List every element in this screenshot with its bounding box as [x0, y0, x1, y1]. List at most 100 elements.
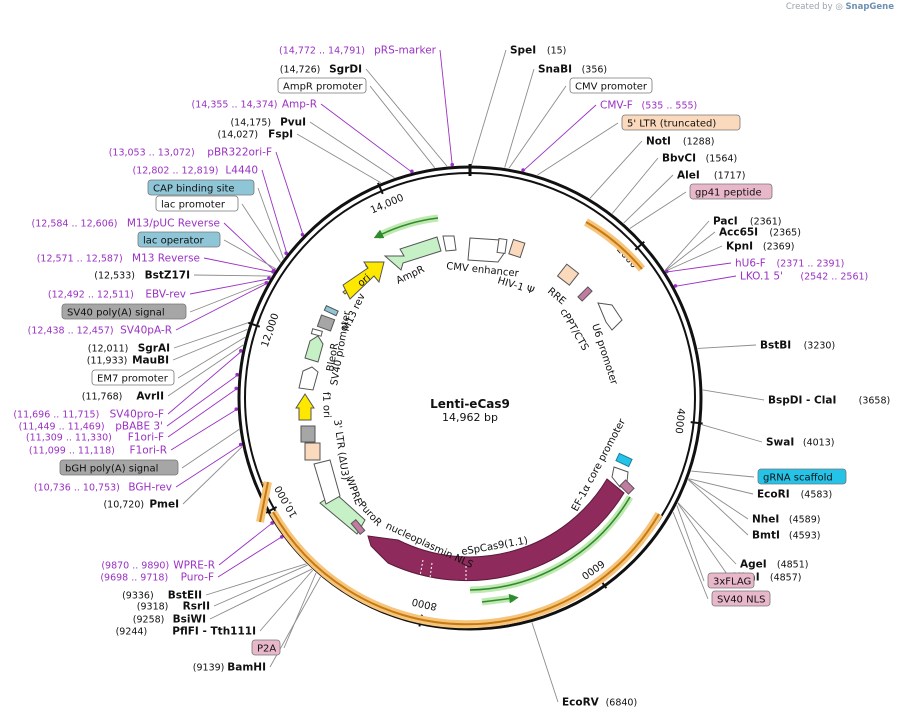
leader-bstbi — [697, 344, 757, 349]
leader-alei — [623, 174, 674, 224]
leader-paci — [664, 220, 710, 271]
leader-lko-1-5 — [674, 275, 737, 287]
f1-ori-feature — [295, 393, 315, 421]
primer-site-bgh-rev — [238, 442, 243, 447]
primer-site-lko-1-5 — [673, 284, 678, 288]
feature-label-3xflag: 3xFLAG — [713, 577, 751, 588]
primer-pos-wpre-r: (9870 .. 9890) — [101, 561, 169, 572]
leader-m13-reverse — [203, 257, 274, 273]
leader-sgrdi — [365, 68, 448, 167]
primer-label-hu6-f: hU6-F — [735, 258, 766, 270]
inner-label-f1-ori: f1 ori — [320, 392, 332, 418]
ori-feature — [342, 261, 385, 300]
ruler-tick-0 — [377, 182, 384, 195]
feature-ring — [295, 235, 635, 582]
enzyme-label-bamhi: BamHI — [227, 662, 266, 674]
enzyme-label-ecorv: EcoRV — [562, 697, 600, 709]
feature-box-gp41-peptide — [689, 183, 773, 200]
espcas9-feature — [367, 478, 625, 582]
inner-label-cppt: cPPT/CTS — [557, 307, 590, 353]
leader-amp-r — [320, 103, 413, 173]
enzyme-label-maubi: MauBI — [132, 355, 169, 367]
snapgene-credit: Created by ◎ SnapGene — [786, 2, 894, 12]
leader-ecori — [688, 478, 754, 495]
primer-pos-lko-1-5: (2542 .. 2561) — [800, 272, 868, 283]
enzyme-label-bsiwi: BsiWI — [173, 614, 206, 626]
p2a-feature — [350, 519, 366, 535]
enzyme-label-avrii: AvrII — [136, 391, 164, 403]
primer-site-prs-marker — [450, 162, 455, 167]
primer-label-f1ori-f: F1ori-F — [128, 432, 164, 444]
primer-label-f1ori-r: F1ori-R — [130, 445, 167, 457]
primer-label-prs-marker: pRS-marker — [374, 45, 437, 57]
leader-cmv-f — [522, 104, 597, 172]
feature-box-sv40-nls — [711, 590, 771, 607]
primer-site-sv40pro-f — [239, 349, 243, 353]
ruler-label-2: 4000 — [672, 408, 686, 434]
feature-box-bgh-poly-a-signal — [59, 459, 179, 476]
enzyme-pos-sgrdi: (14,726) — [280, 65, 321, 76]
primer-site-cmv-f — [521, 168, 525, 172]
leader-bspdi — [702, 389, 765, 401]
labels-right: SpeI(15)SnaBI(356)CMV promoterCMV-F(535 … — [510, 45, 890, 709]
feature-label-5-ltr-truncated: 5' LTR (truncated) — [627, 119, 716, 130]
enzyme-pos-paci: (2361) — [750, 217, 782, 228]
leader-ecorv — [531, 622, 559, 703]
enzyme-pos-ecorv: (6840) — [606, 698, 638, 709]
leader-bsteii — [205, 563, 307, 596]
primer-site-pbr322ori-f — [300, 232, 305, 237]
enzyme-label-bmti: BmtI — [752, 530, 780, 542]
enzyme-label-pflfi: PflFI - Tth111I — [172, 626, 256, 638]
hiv-psi-feature — [508, 238, 526, 259]
enzyme-pos-acc65i: (2365) — [769, 228, 801, 239]
feature-label-sv40-nls: SV40 NLS — [717, 595, 766, 606]
orange-arc-top-right-core — [585, 221, 643, 270]
enzyme-pos-rsrii: (9318) — [137, 602, 169, 613]
primer-site-pbabe-3 — [235, 372, 239, 377]
primer-site-hu6-f — [665, 269, 669, 274]
enzyme-pos-alei: (1717) — [714, 171, 746, 182]
enzyme-pos-sgrai: (12,011) — [88, 344, 129, 355]
enzyme-label-nhei: NheI — [752, 514, 779, 526]
snapgene-logo-icon: ◎ — [835, 2, 843, 12]
leader-pvui — [309, 121, 395, 178]
primer-pos-l4440: (12,802 .. 12,819) — [133, 166, 219, 177]
enzyme-pos-maubi: (11,933) — [87, 356, 128, 367]
wpre-feature — [313, 459, 341, 505]
feature-label-grna-scaffold: gRNA scaffold — [763, 473, 833, 484]
leader-ampr-promoter — [369, 85, 436, 168]
enzyme-pos-snabi: (356) — [582, 65, 608, 76]
primer-site-f1ori-f — [234, 386, 238, 391]
orange-arc-top-right — [583, 218, 646, 272]
leader-rsrii — [213, 564, 308, 607]
primer-pos-m13-puc-reverse: (12,584 .. 12,606) — [32, 219, 118, 230]
primer-label-cmv-f: CMV-F — [600, 100, 633, 112]
leader-lac-operator — [223, 239, 277, 270]
ruler-tick-5 — [265, 506, 278, 514]
feature-box-sv40-poly-a-signal — [61, 303, 187, 320]
leader-fspi — [296, 133, 382, 184]
enzyme-pos-bspdi: (3658) — [859, 396, 891, 407]
enzyme-label-swai: SwaI — [766, 437, 794, 449]
em7-feature — [310, 328, 323, 337]
feature-box-cmv-promoter — [569, 77, 653, 94]
sv40-promoter-feature — [298, 366, 319, 391]
leader-kpni — [665, 245, 723, 272]
leader-l4440 — [261, 169, 288, 254]
leader-acc65i — [664, 231, 716, 272]
enzyme-label-sgrdi: SgrDI — [329, 64, 362, 76]
leader-bbvci — [611, 157, 659, 214]
enzyme-label-bstz17i: BstZ17I — [145, 270, 190, 282]
leader-spei — [471, 49, 507, 166]
enzyme-pos-bsiwi: (9258) — [133, 615, 165, 626]
primer-label-wpre-r: WPRE-R — [173, 560, 215, 572]
primer-site-wpre-r — [270, 521, 274, 525]
leader-lines — [166, 49, 765, 703]
primer-site-l4440 — [284, 251, 288, 256]
feature-label-ampr-promoter: AmpR promoter — [283, 82, 363, 93]
leader-sv40-poly-a-signal — [189, 280, 269, 313]
ruler-label-0: 14,000 — [369, 193, 406, 217]
feature-label-lac-promoter: lac promoter — [161, 200, 226, 211]
green-arc-right-core — [469, 496, 631, 591]
primer-label-m13-reverse: M13 Reverse — [132, 253, 200, 265]
